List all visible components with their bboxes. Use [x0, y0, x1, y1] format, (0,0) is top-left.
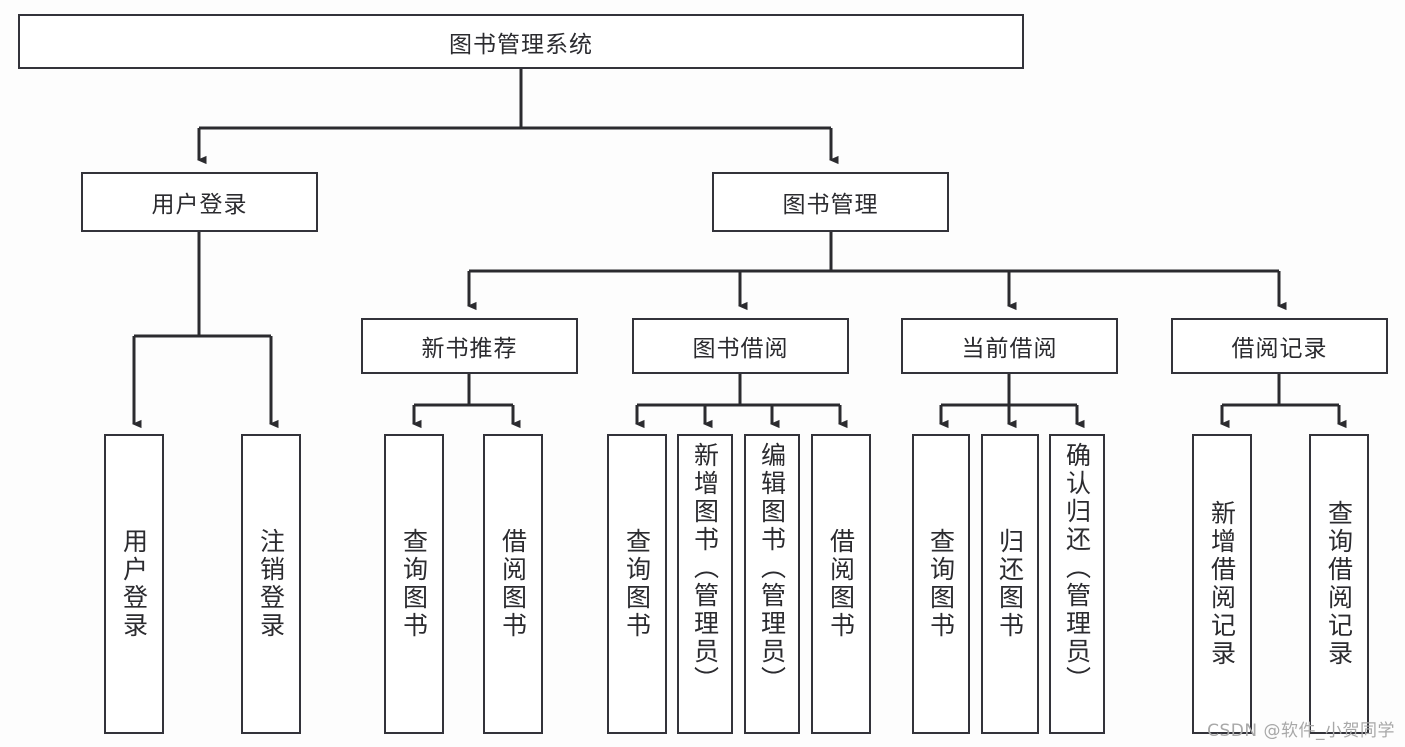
node-book-borrow-label: 图书借阅 [692, 336, 789, 362]
leaf-user-login[interactable]: 用户登录 [104, 434, 164, 734]
leaf-borrow-book-1[interactable]: 借阅图书 [483, 434, 543, 734]
leaf-add-record[interactable]: 新增借阅记录 [1192, 434, 1252, 734]
leaf-query-book-2-label: 查询图书 [622, 528, 652, 640]
leaf-borrow-book-1-label: 借阅图书 [498, 528, 528, 640]
leaf-confirm-return[interactable]: 确认归还（管理员） [1049, 434, 1105, 734]
leaf-query-book-2[interactable]: 查询图书 [607, 434, 667, 734]
node-book-borrow[interactable]: 图书借阅 [632, 318, 849, 374]
leaf-query-book-3[interactable]: 查询图书 [912, 434, 970, 734]
leaf-query-record[interactable]: 查询借阅记录 [1309, 434, 1369, 734]
node-book-manage-label: 图书管理 [782, 192, 879, 218]
leaf-query-book-1-label: 查询图书 [399, 528, 429, 640]
node-borrow-record-label: 借阅记录 [1231, 336, 1328, 362]
leaf-query-book-3-label: 查询图书 [926, 528, 956, 640]
node-root-label: 图书管理系统 [449, 31, 593, 58]
leaf-return-book[interactable]: 归还图书 [981, 434, 1039, 734]
node-borrow-record[interactable]: 借阅记录 [1171, 318, 1388, 374]
node-root[interactable]: 图书管理系统 [18, 14, 1024, 69]
leaf-edit-book-label: 编辑图书（管理员） [757, 442, 787, 694]
csdn-watermark: CSDN @软件_小贺同学 [1207, 721, 1395, 741]
leaf-user-login-label: 用户登录 [119, 528, 149, 640]
leaf-confirm-return-label: 确认归还（管理员） [1062, 442, 1092, 694]
node-book-manage[interactable]: 图书管理 [712, 172, 949, 232]
leaf-borrow-book-2-label: 借阅图书 [826, 528, 856, 640]
node-new-book-rec[interactable]: 新书推荐 [361, 318, 578, 374]
leaf-user-logout[interactable]: 注销登录 [241, 434, 301, 734]
node-current-borrow[interactable]: 当前借阅 [901, 318, 1118, 374]
leaf-edit-book[interactable]: 编辑图书（管理员） [744, 434, 800, 734]
leaf-add-book[interactable]: 新增图书（管理员） [677, 434, 733, 734]
leaf-user-logout-label: 注销登录 [256, 528, 286, 640]
node-user-login[interactable]: 用户登录 [81, 172, 318, 232]
leaf-add-book-label: 新增图书（管理员） [690, 442, 720, 694]
leaf-return-book-label: 归还图书 [995, 528, 1025, 640]
leaf-add-record-label: 新增借阅记录 [1207, 500, 1237, 668]
leaf-query-book-1[interactable]: 查询图书 [384, 434, 444, 734]
node-current-borrow-label: 当前借阅 [961, 336, 1058, 362]
leaf-borrow-book-2[interactable]: 借阅图书 [811, 434, 871, 734]
node-new-book-rec-label: 新书推荐 [421, 336, 518, 362]
node-user-login-label: 用户登录 [151, 192, 248, 218]
leaf-query-record-label: 查询借阅记录 [1324, 500, 1354, 668]
